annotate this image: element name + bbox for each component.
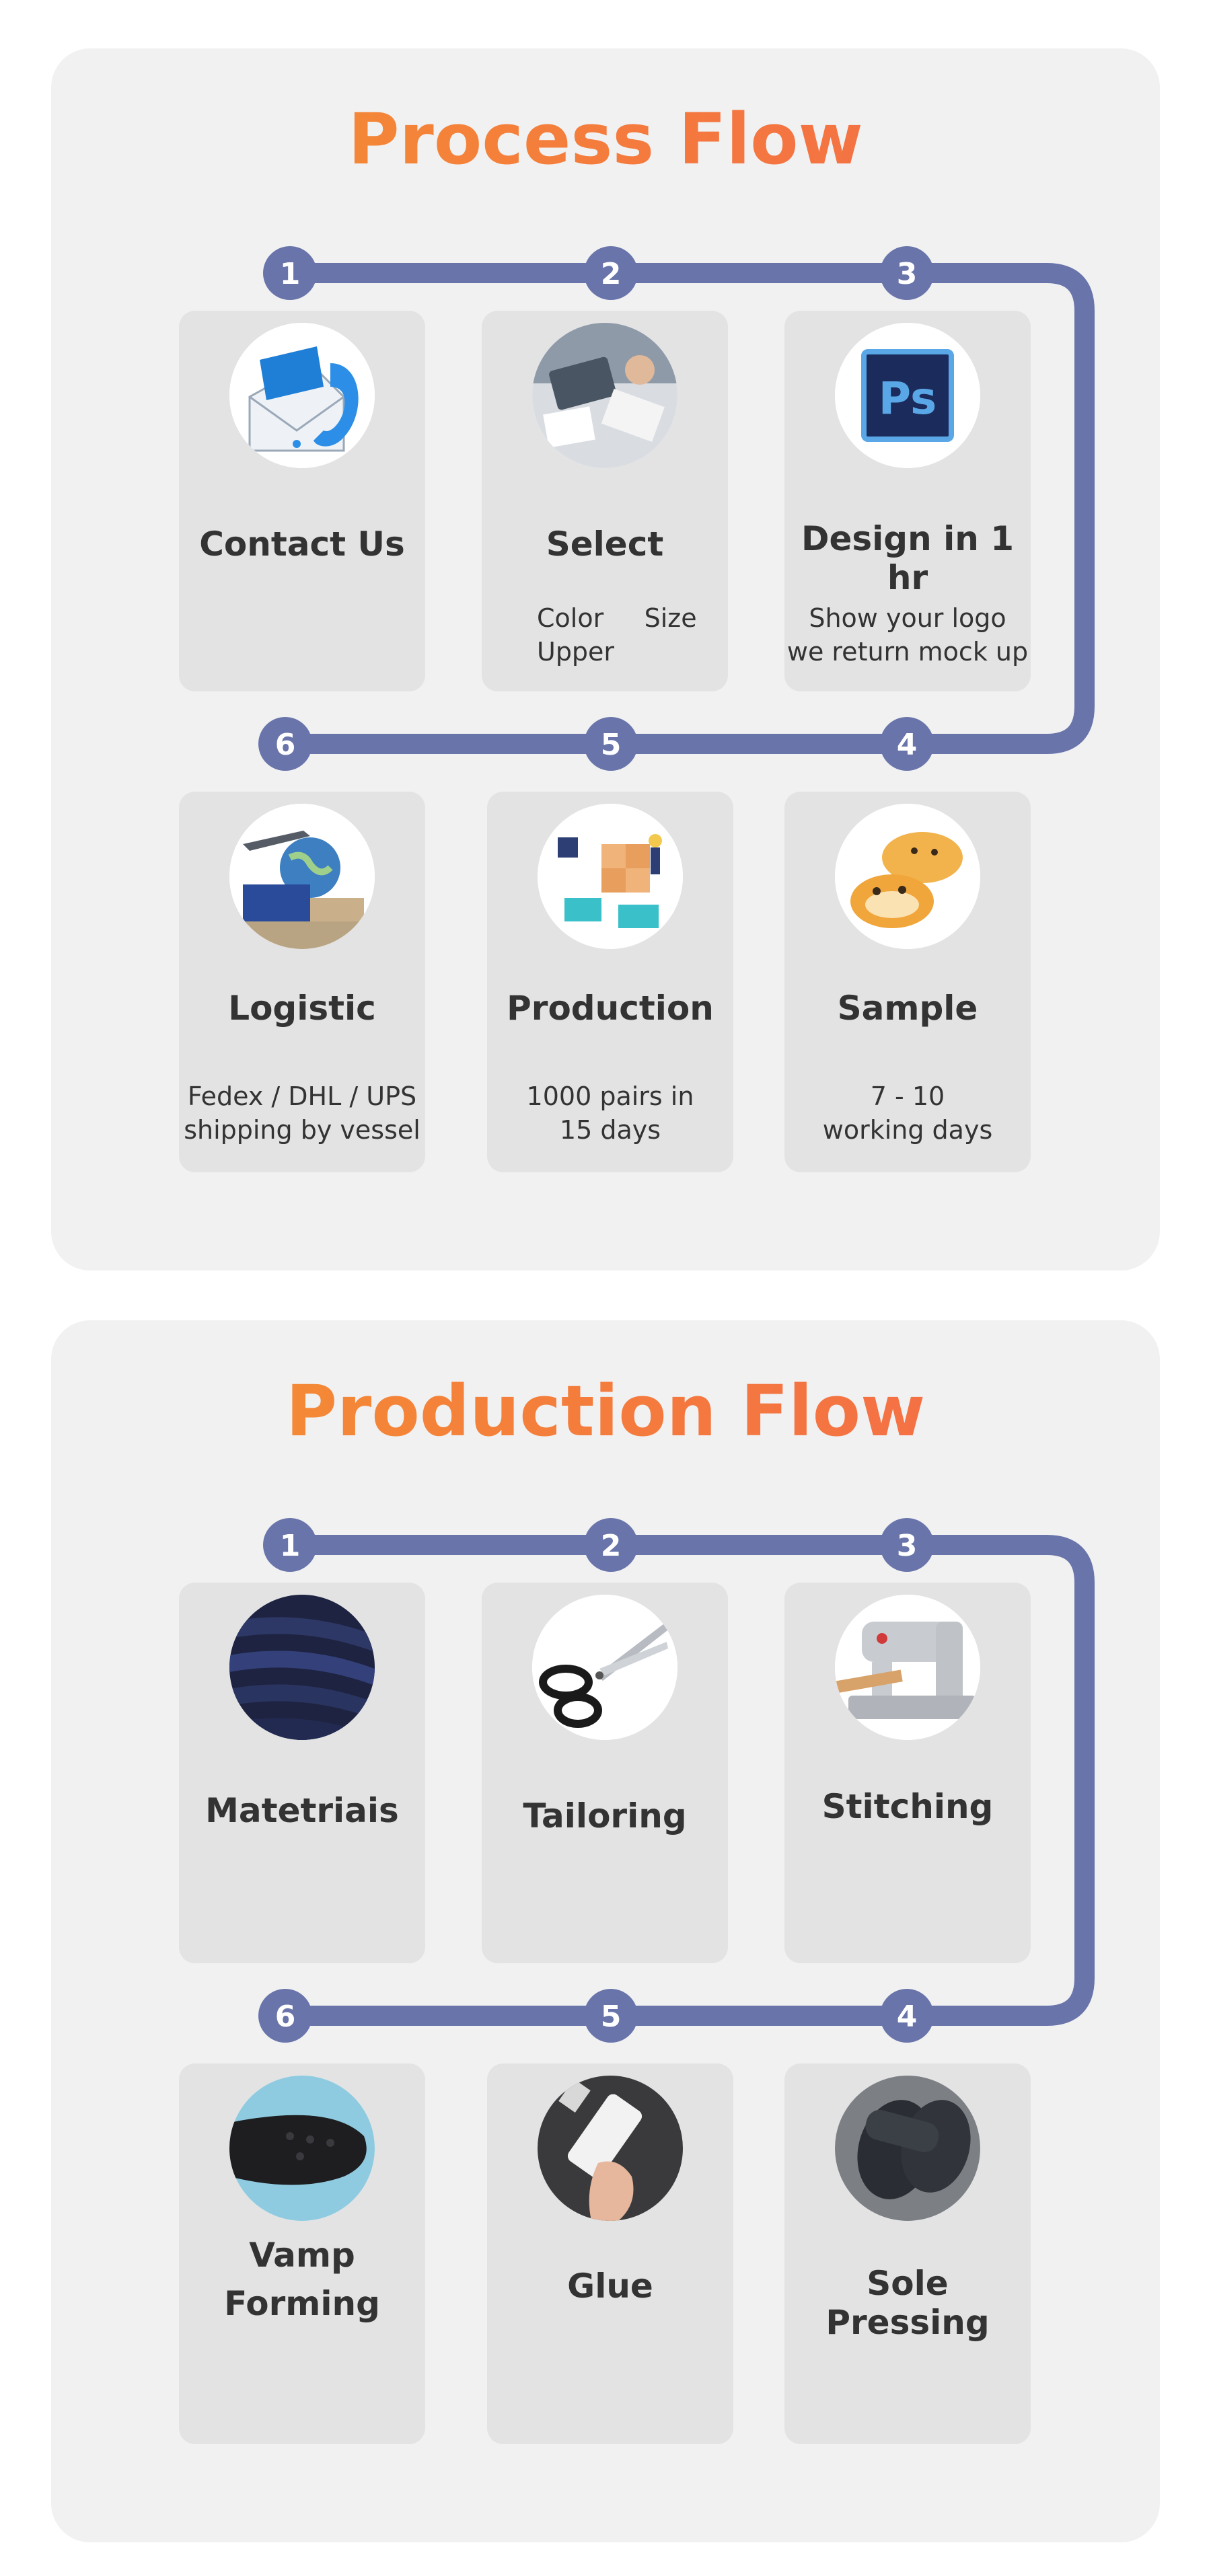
process-step-4-marker: 4 bbox=[880, 717, 934, 771]
card-title: Glue bbox=[567, 2267, 653, 2306]
svg-text:3: 3 bbox=[897, 1529, 918, 1563]
process-flow-panel: Process Flow 1 2 3 4 5 6 bbox=[51, 48, 1160, 1271]
slippers-photo bbox=[835, 804, 980, 949]
production-step-1-marker: 1 bbox=[263, 1518, 317, 1572]
card-description-line-1: Fedex / DHL / UPS bbox=[187, 1082, 417, 1111]
process-step-1-marker: 1 bbox=[263, 246, 317, 300]
card-title: Sample bbox=[837, 989, 978, 1028]
card-production: Production 1000 pairs in 15 days bbox=[487, 792, 733, 1172]
contact-us-icon bbox=[229, 323, 375, 468]
card-vamp-forming: Vamp Forming bbox=[179, 2063, 425, 2444]
production-step-6-marker: 6 bbox=[258, 1989, 312, 2043]
card-title: Production bbox=[507, 989, 714, 1028]
warehouse-illustration bbox=[538, 804, 683, 949]
card-title: Select bbox=[546, 525, 664, 564]
svg-text:Ps: Ps bbox=[879, 373, 937, 424]
sewing-machine-photo bbox=[835, 1595, 980, 1740]
card-glue: Glue bbox=[487, 2063, 733, 2444]
production-step-4-marker: 4 bbox=[880, 1989, 934, 2043]
production-flow-panel: Production Flow 1 2 3 4 5 6 bbox=[51, 1320, 1160, 2542]
card-design: Ps Design in 1 hr Show your logo we retu… bbox=[784, 311, 1031, 691]
card-title: Stitching bbox=[821, 1787, 994, 1826]
card-logistic: Logistic Fedex / DHL / UPS shipping by v… bbox=[179, 792, 425, 1172]
card-title: Sole Pressing bbox=[825, 2264, 990, 2342]
production-flow-track: 1 2 3 4 5 6 bbox=[258, 1518, 1095, 2043]
svg-text:1: 1 bbox=[280, 257, 301, 291]
svg-text:3: 3 bbox=[897, 257, 918, 291]
scissors-photo bbox=[532, 1595, 677, 1740]
meeting-photo bbox=[532, 323, 677, 468]
process-step-3-marker: 3 bbox=[880, 246, 934, 300]
card-stitching: Stitching bbox=[784, 1583, 1031, 1963]
card-description-line-2: 15 days bbox=[559, 1115, 661, 1145]
svg-text:6: 6 bbox=[275, 2000, 296, 2034]
card-title-line-2: Forming bbox=[224, 2284, 380, 2323]
card-description-line-1: Color Size bbox=[537, 603, 697, 633]
card-select: Select Color Size Upper bbox=[482, 311, 728, 691]
glue-tube-photo bbox=[538, 2076, 683, 2221]
process-flow-track: 1 2 3 4 5 6 bbox=[258, 246, 1095, 771]
process-flow-title: Process Flow bbox=[51, 98, 1160, 180]
card-tailoring: Tailoring bbox=[482, 1583, 728, 1963]
insole-photo bbox=[229, 2076, 375, 2221]
process-step-6-marker: 6 bbox=[258, 717, 312, 771]
card-title: Matetriais bbox=[205, 1791, 399, 1830]
card-description-line-2: we return mock up bbox=[786, 637, 1029, 667]
logistics-photo bbox=[229, 804, 375, 949]
card-description-line-2: Upper bbox=[537, 637, 615, 667]
production-step-2-marker: 2 bbox=[584, 1518, 638, 1572]
production-flow-title: Production Flow bbox=[51, 1370, 1160, 1452]
card-title: Contact Us bbox=[199, 525, 405, 564]
fabric-photo bbox=[229, 1595, 375, 1740]
svg-text:5: 5 bbox=[601, 2000, 622, 2034]
card-title: Design in 1 hr bbox=[801, 519, 1015, 597]
svg-text:1: 1 bbox=[280, 1529, 301, 1563]
card-description-line-2: working days bbox=[822, 1115, 993, 1145]
card-description-line-2: shipping by vessel bbox=[184, 1115, 420, 1145]
card-sole-pressing: Sole Pressing bbox=[784, 2063, 1031, 2444]
svg-text:4: 4 bbox=[897, 2000, 918, 2034]
svg-text:2: 2 bbox=[601, 257, 622, 291]
card-materials: Matetriais bbox=[179, 1583, 425, 1963]
process-step-5-marker: 5 bbox=[584, 717, 638, 771]
card-description-line-1: Show your logo bbox=[809, 603, 1006, 633]
card-title-line-1: Vamp bbox=[249, 2236, 355, 2275]
svg-text:5: 5 bbox=[601, 728, 622, 762]
svg-text:6: 6 bbox=[275, 728, 296, 762]
card-contact-us: Contact Us bbox=[179, 311, 425, 691]
card-description-line-1: 1000 pairs in bbox=[526, 1082, 694, 1111]
production-step-5-marker: 5 bbox=[584, 1989, 638, 2043]
card-description-line-1: 7 - 10 bbox=[870, 1082, 945, 1111]
card-sample: Sample 7 - 10 working days bbox=[784, 792, 1031, 1172]
svg-text:2: 2 bbox=[601, 1529, 622, 1563]
process-step-2-marker: 2 bbox=[584, 246, 638, 300]
photoshop-icon: Ps bbox=[835, 323, 980, 468]
card-title: Logistic bbox=[228, 989, 376, 1028]
svg-text:4: 4 bbox=[897, 728, 918, 762]
slide-sandals-photo bbox=[835, 2076, 980, 2221]
card-title: Tailoring bbox=[523, 1796, 687, 1835]
production-step-3-marker: 3 bbox=[880, 1518, 934, 1572]
